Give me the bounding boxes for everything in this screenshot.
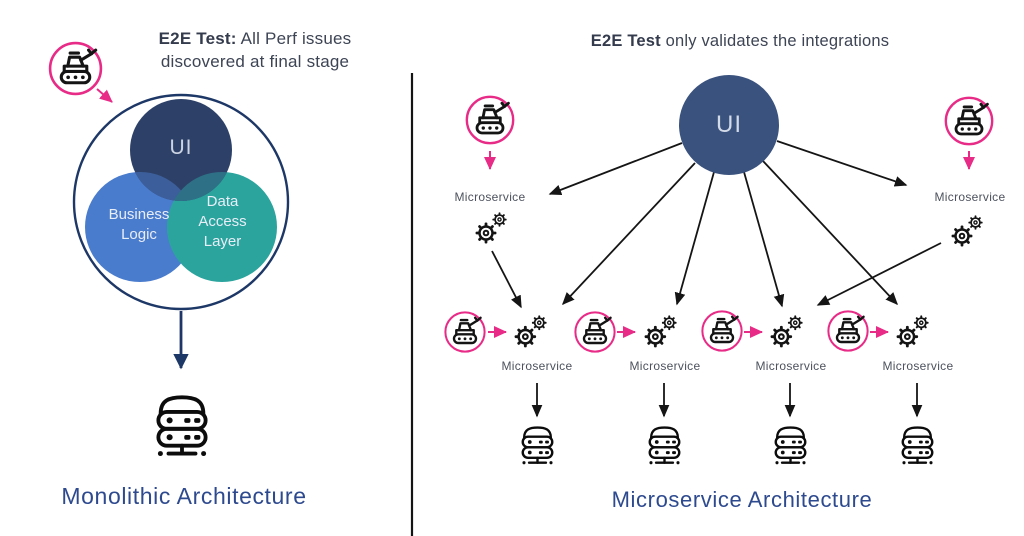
tank-icon: [573, 310, 617, 354]
tank-icon: [443, 310, 487, 354]
left-caption: Monolithic Architecture: [61, 483, 307, 509]
gears-icon: [895, 314, 930, 349]
tank-icon: [943, 95, 995, 147]
gears-icon: [474, 211, 508, 245]
ui-circle-label: UI: [716, 111, 742, 138]
right-annotation-bold: E2E Test: [590, 32, 661, 50]
venn-data-access-layer-label: Data Access Layer: [198, 193, 247, 250]
venn-business-logic-label: Business Logic: [108, 206, 170, 243]
gears-icon: [769, 314, 804, 349]
server-icon: [515, 423, 560, 468]
server-icon: [895, 423, 940, 468]
gears-icon: [950, 214, 984, 248]
right-caption: Microservice Architecture: [611, 487, 873, 512]
microservice-label: Microservice: [882, 359, 954, 373]
left-annotation-line2: discovered at final stage: [160, 52, 350, 71]
venn-ui-label: UI: [169, 136, 193, 159]
microservice-label: Microservice: [934, 190, 1006, 204]
microservice-label: Microservice: [755, 359, 827, 373]
ui-circle: UI: [679, 75, 779, 175]
server-icon: [768, 423, 813, 468]
gears-icon: [513, 314, 548, 349]
microservice-label: Microservice: [501, 359, 573, 373]
microservice-label: Microservice: [454, 190, 526, 204]
left-annotation: E2E Test: All Perf issues discovered at …: [143, 27, 367, 73]
e2e-test-tank-icon: [47, 40, 104, 97]
left-annotation-bold: E2E Test:: [158, 29, 237, 48]
tank-icon: [464, 94, 516, 146]
right-annotation: E2E Test only validates the integrations: [580, 30, 900, 53]
tank-icon: [826, 309, 870, 353]
server-icon: [642, 423, 687, 468]
gears-icon: [643, 314, 678, 349]
right-annotation-rest: only validates the integrations: [660, 32, 890, 50]
left-annotation-line1: All Perf issues: [236, 29, 352, 48]
tank-icon: [700, 309, 744, 353]
microservice-label: Microservice: [629, 359, 701, 373]
monolith-server-icon: [146, 390, 218, 462]
